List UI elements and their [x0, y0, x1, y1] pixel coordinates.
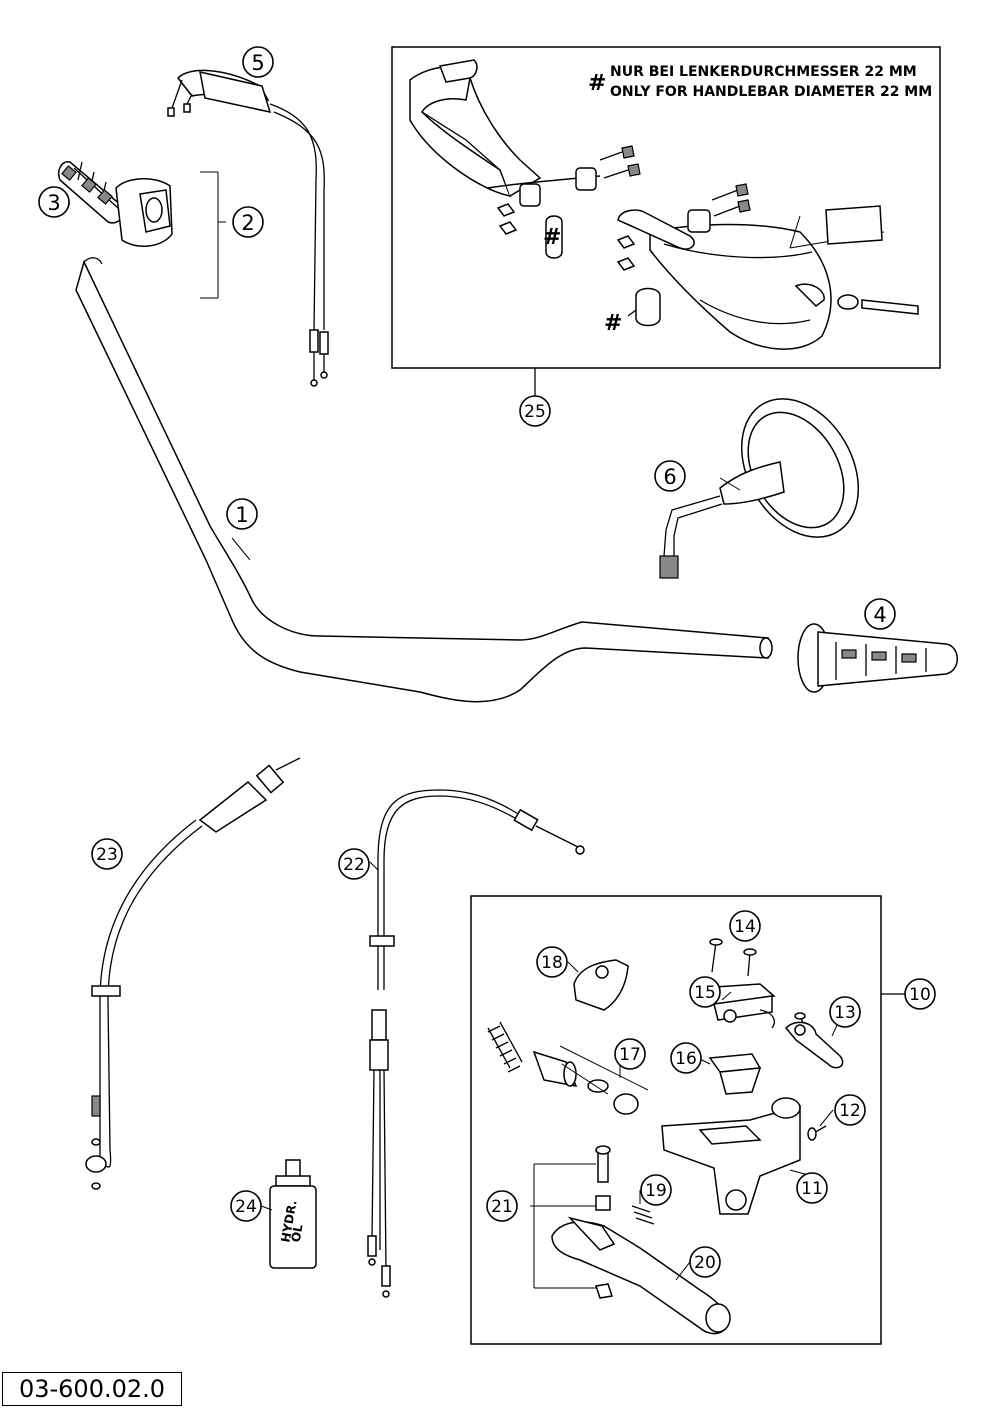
callout-2: 2 — [232, 206, 264, 238]
oil-bottle: HYDR. ÖL — [269, 1159, 317, 1269]
callout-24-label: 24 — [235, 1197, 257, 1217]
callout-23-label: 23 — [96, 845, 118, 865]
callout-19-label: 19 — [645, 1181, 667, 1201]
callout-12-label: 12 — [839, 1101, 861, 1121]
callout-4-label: 4 — [873, 603, 886, 627]
left-grip-and-throttle-housing — [58, 161, 219, 299]
handguard-group-box — [391, 46, 941, 369]
callout-17-label: 17 — [619, 1045, 641, 1065]
callout-25-label: 25 — [524, 402, 546, 422]
callout-14-label: 14 — [734, 917, 756, 937]
mirror — [659, 398, 860, 579]
callout-11-label: 11 — [801, 1179, 823, 1199]
note-hash: # — [588, 71, 606, 96]
callout-22-label: 22 — [343, 855, 365, 875]
callout-18: 18 — [536, 946, 568, 978]
right-handguard — [616, 183, 919, 350]
callout-15-label: 15 — [694, 983, 716, 1003]
callout-11: 11 — [796, 1172, 828, 1204]
handlebar — [75, 257, 773, 703]
callout-20-label: 20 — [694, 1253, 716, 1273]
left-handguard: # — [409, 59, 641, 259]
callout-21-label: 21 — [491, 1197, 513, 1217]
reference-number: 03-600.02.0 — [2, 1372, 182, 1406]
callout-19: 19 — [640, 1174, 672, 1206]
callout-14: 14 — [729, 910, 761, 942]
cable-22 — [367, 789, 585, 1298]
callout-20: 20 — [689, 1246, 721, 1278]
callout-12: 12 — [834, 1094, 866, 1126]
callout-18-label: 18 — [541, 953, 563, 973]
callout-13: 13 — [829, 996, 861, 1028]
callouts: 15 3 2 25 6 1 4 23 22 14 18 15 10 13 17 … — [38, 46, 936, 1278]
callout-6: 6 — [654, 460, 686, 492]
callout-4: 4 — [864, 598, 896, 630]
callout-5: 15 — [242, 46, 274, 78]
callout-13-label: 13 — [834, 1003, 856, 1023]
callout-23: 23 — [91, 838, 123, 870]
callout-1-label: 1 — [235, 503, 248, 527]
callout-3-label: 3 — [47, 191, 60, 215]
leader-lines — [68, 203, 844, 1281]
callout-22: 22 — [338, 848, 370, 880]
callout-10-label: 10 — [909, 985, 931, 1005]
handlebar-note: # NUR BEI LENKERDURCHMESSER 22 MM ONLY F… — [588, 60, 932, 110]
note-symbol-2: # — [604, 311, 622, 336]
oil-label-line2: ÖL — [288, 1223, 306, 1244]
callout-15: 15 — [689, 976, 721, 1008]
callout-25: 25 — [519, 395, 551, 427]
master-cylinder-parts — [487, 938, 844, 1335]
callout-6-label: 6 — [663, 465, 676, 489]
callout-17: 17 — [614, 1038, 646, 1070]
right-grip — [797, 623, 958, 693]
callout-2-label: 2 — [241, 211, 254, 235]
callout-24: 24 — [230, 1190, 262, 1222]
note-line-en: ONLY FOR HANDLEBAR DIAMETER 22 MM — [610, 84, 932, 100]
callout-1: 1 — [226, 498, 258, 530]
callout-21: 21 — [486, 1190, 518, 1222]
callout-10: 10 — [904, 978, 936, 1010]
note-line-de: NUR BEI LENKERDURCHMESSER 22 MM — [610, 64, 917, 80]
throttle-cable — [167, 69, 329, 387]
hydraulic-line — [85, 757, 301, 1190]
note-symbol: # — [543, 225, 561, 250]
master-cylinder-group-box — [470, 895, 882, 1345]
callout-3: 3 — [38, 186, 70, 218]
callout-16: 16 — [670, 1042, 702, 1074]
callout-5-label: 5 — [251, 51, 264, 75]
callout-16-label: 16 — [675, 1049, 697, 1069]
